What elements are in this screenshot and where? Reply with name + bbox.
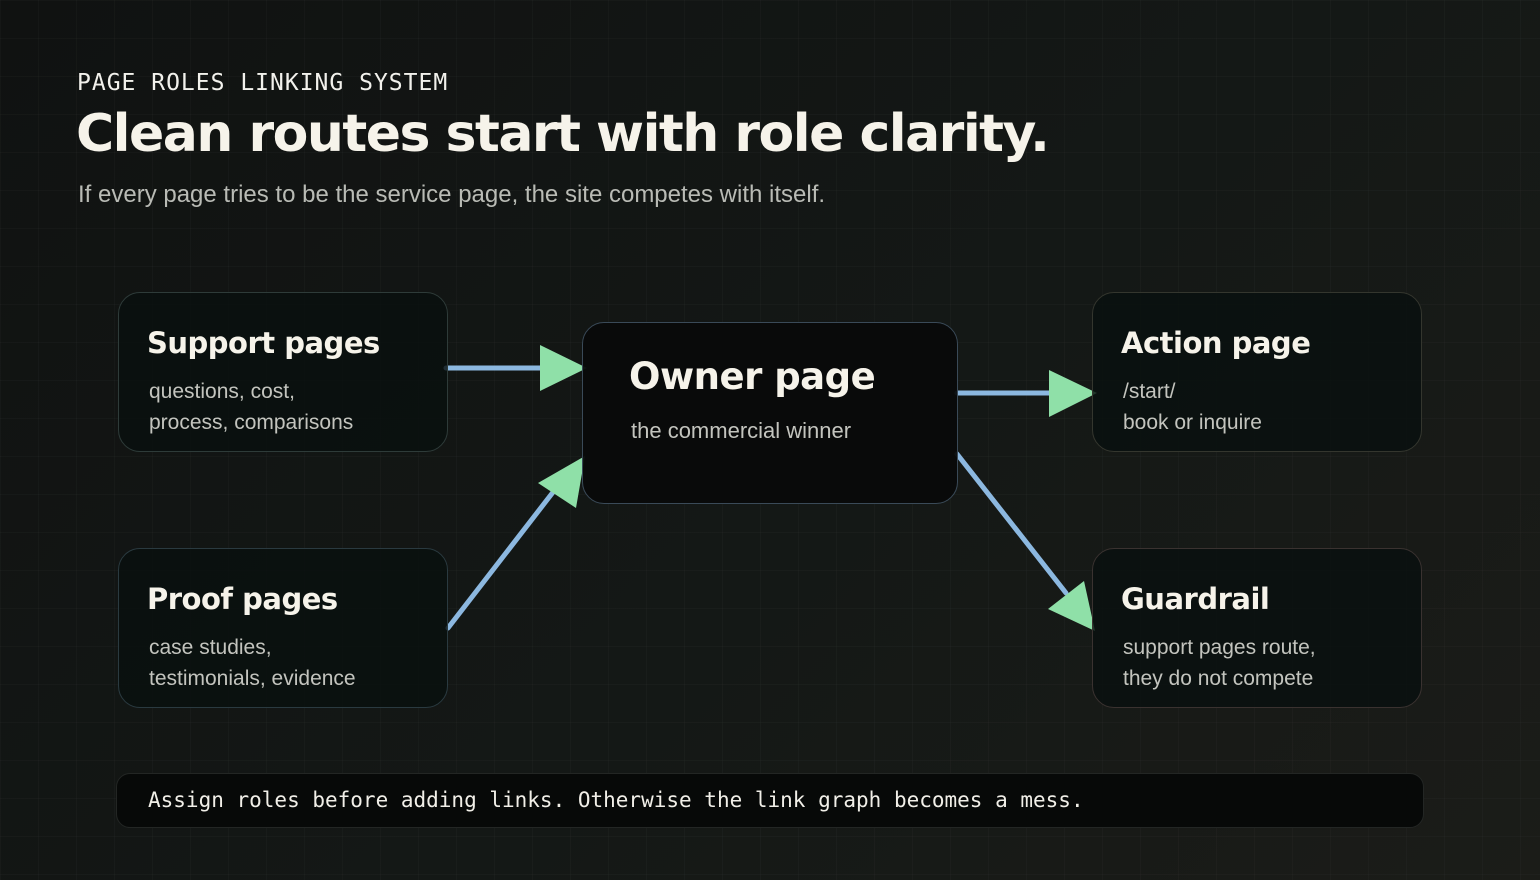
footer-note: Assign roles before adding links. Otherw…	[116, 773, 1424, 828]
node-label: Guardrail	[1121, 582, 1270, 616]
node-description-line: the commercial winner	[631, 418, 852, 443]
node-description-line: /start/	[1123, 380, 1176, 403]
arrowhead	[540, 345, 587, 391]
node-description-line: case studies,	[149, 636, 272, 659]
edge-proof-to-owner	[445, 456, 585, 631]
node-description-line: book or inquire	[1123, 411, 1262, 434]
edge-line	[445, 484, 560, 631]
node-description-line: support pages route,	[1123, 636, 1316, 659]
node-support-pages: Support pages questions, cost, process, …	[118, 292, 448, 452]
edge-owner-to-guard	[954, 451, 1095, 631]
page-subtitle: If every page tries to be the service pa…	[78, 181, 826, 208]
node-proof-pages: Proof pages case studies, testimonials, …	[118, 548, 448, 708]
node-description-line: questions, cost,	[149, 380, 295, 403]
page-title: Clean routes start with role clarity.	[76, 104, 1050, 164]
node-description: case studies, testimonials, evidence	[149, 632, 356, 694]
node-guardrail: Guardrail support pages route, they do n…	[1092, 548, 1422, 708]
arrowhead	[1048, 581, 1095, 631]
node-label: Owner page	[629, 355, 876, 398]
eyebrow-label: PAGE ROLES LINKING SYSTEM	[77, 70, 449, 96]
node-description-line: they do not compete	[1123, 667, 1314, 690]
node-description-line: process, comparisons	[149, 411, 354, 434]
node-action-page: Action page /start/ book or inquire	[1092, 292, 1422, 452]
arrowhead	[1049, 370, 1097, 417]
node-label: Action page	[1121, 326, 1311, 360]
edge-support-to-owner	[443, 345, 587, 391]
edge-line	[954, 451, 1069, 596]
arrowhead	[538, 456, 585, 508]
node-description: /start/ book or inquire	[1123, 376, 1262, 438]
node-description: support pages route, they do not compete	[1123, 632, 1316, 694]
footer-note-text: Assign roles before adding links. Otherw…	[148, 788, 1084, 812]
node-label: Proof pages	[147, 582, 338, 616]
node-description: questions, cost, process, comparisons	[149, 376, 353, 438]
edge-owner-to-action	[954, 370, 1097, 417]
node-label: Support pages	[147, 326, 380, 360]
node-description-line: testimonials, evidence	[149, 667, 356, 690]
node-owner-page: Owner page the commercial winner	[582, 322, 958, 504]
node-description: the commercial winner	[631, 415, 851, 446]
